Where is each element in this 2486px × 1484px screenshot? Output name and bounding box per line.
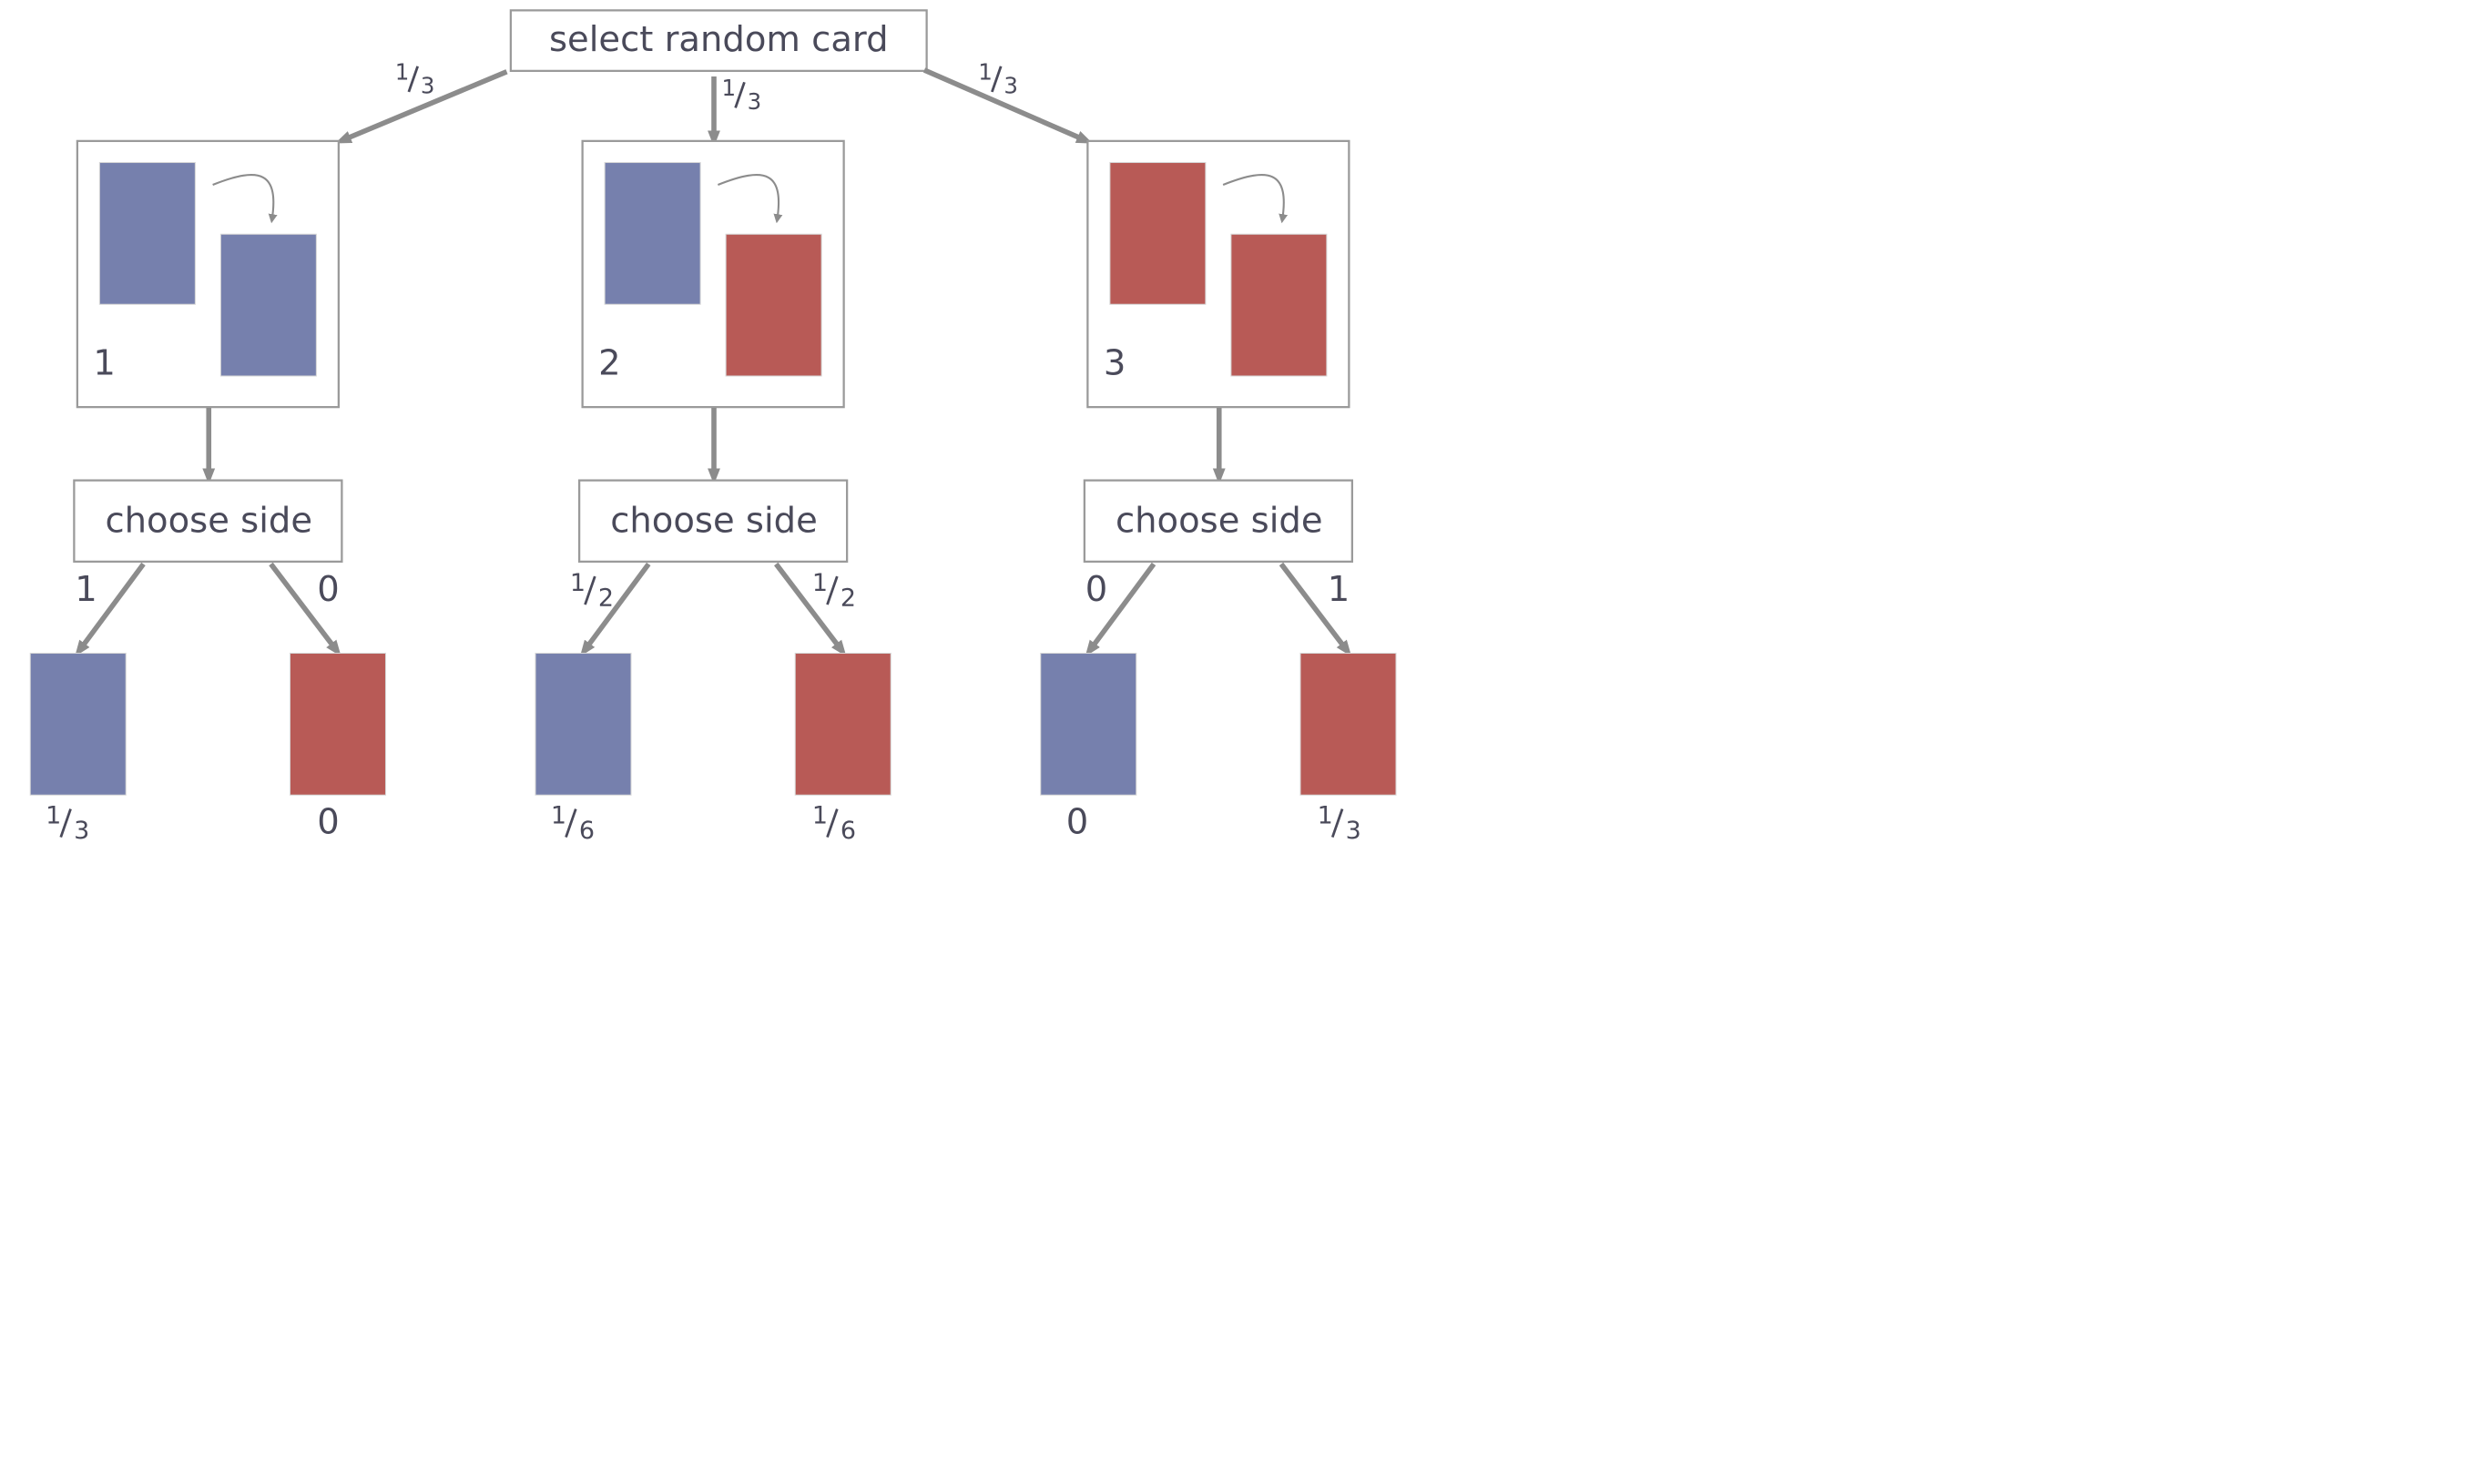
card-1-number: 1	[93, 342, 116, 383]
root-edge-prob-1-slash	[407, 66, 419, 93]
card-2-choose-label: choose side	[610, 501, 818, 542]
root-edge-prob-2: 13	[721, 75, 761, 115]
card-2-left-branch-prob-slash	[584, 575, 596, 605]
root-edge-prob-1-denominator: 3	[421, 72, 435, 98]
card-2-outcome-left-prob: 16	[551, 802, 595, 845]
card-1-left-branch-prob-value: 1	[75, 569, 97, 610]
root-edge-prob-3-slash	[991, 66, 1003, 93]
card-3-right-branch-prob: 1	[1328, 569, 1350, 610]
root-edge-prob-1: 13	[395, 59, 435, 99]
card-1-outcome-left-prob: 13	[46, 802, 89, 845]
root-edge-prob-2-denominator: 3	[748, 88, 762, 115]
card-3-number: 3	[1104, 342, 1126, 383]
card-1-side-a	[98, 161, 196, 305]
card-3-choose-label: choose side	[1116, 501, 1323, 542]
card-1-left-branch-prob: 1	[75, 569, 97, 610]
card-1-outcome-right-card	[289, 652, 387, 796]
card-3-outcome-left-card	[1040, 652, 1137, 796]
card-1-choose-label: choose side	[105, 501, 312, 542]
root-edge-prob-2-slash	[734, 81, 746, 108]
card-3-flip-arrow	[1222, 174, 1289, 224]
card-2-outcome-right-prob-denominator: 6	[841, 817, 856, 845]
card-2-outcome-left-card	[535, 652, 632, 796]
card-2-side-b	[725, 233, 822, 377]
card-3-right-branch-arrow	[1279, 562, 1352, 657]
card-3-side-a	[1109, 161, 1207, 305]
card-2-side-a	[604, 161, 701, 305]
card-2-outcome-right-card	[794, 652, 891, 796]
card-3-right-branch-prob-value: 1	[1328, 569, 1350, 610]
card-3-outcome-left-prob-value: 0	[1066, 801, 1089, 842]
card-2-left-branch-prob: 12	[570, 569, 614, 612]
card-1-right-branch-arrow	[269, 562, 341, 657]
card-2-right-branch-prob-denominator: 2	[841, 584, 856, 612]
card-1-outcome-left-prob-slash	[59, 808, 72, 839]
card-3-outcome-right-prob-denominator: 3	[1346, 817, 1361, 845]
card-2-outcome-left-prob-slash	[565, 808, 577, 839]
card-1-side-b	[219, 233, 317, 377]
root-box	[509, 9, 928, 73]
card-2-outcome-right-prob-numerator: 1	[812, 802, 828, 830]
card-1-outcome-left-prob-numerator: 1	[46, 802, 61, 830]
card-2-right-branch-prob-slash	[826, 575, 839, 605]
card-3-left-branch-prob: 0	[1085, 569, 1108, 610]
card-1-right-branch-prob: 0	[317, 569, 340, 610]
card-1-outcome-left-card	[29, 652, 127, 796]
card-3-left-branch-prob-value: 0	[1085, 569, 1108, 610]
card-2-number: 2	[598, 342, 621, 383]
card-1-outcome-left-prob-denominator: 3	[74, 817, 89, 845]
card-3-outcome-right-prob-numerator: 1	[1318, 802, 1333, 830]
card-1-flip-arrow	[212, 174, 278, 224]
root-edge-prob-3-denominator: 3	[1004, 72, 1018, 98]
card-2-outcome-right-prob-slash	[826, 808, 839, 839]
root-edge-prob-1-numerator: 1	[395, 59, 410, 86]
card-2-outcome-left-prob-denominator: 6	[579, 817, 595, 845]
root-label: select random card	[549, 19, 889, 60]
card-2-flip-arrow	[717, 174, 783, 224]
card-2-left-branch-prob-denominator: 2	[598, 584, 614, 612]
card-3-outcome-right-prob-slash	[1330, 808, 1344, 839]
card-3-outcome-right-prob: 13	[1318, 802, 1361, 845]
card-2-left-branch-arrow	[579, 562, 651, 657]
card-2-right-branch-prob: 12	[812, 569, 856, 612]
card-2-left-branch-prob-numerator: 1	[570, 569, 586, 597]
root-edge-prob-3: 13	[978, 59, 1018, 99]
card-1-outcome-right-prob-value: 0	[317, 801, 340, 842]
card-3-left-branch-arrow	[1085, 562, 1156, 657]
card-3-side-b	[1230, 233, 1328, 377]
card-1-left-branch-arrow	[75, 562, 146, 657]
root-edge-arrow-1	[334, 69, 508, 144]
card-2-right-branch-arrow	[774, 562, 847, 657]
card-1-outcome-right-prob: 0	[317, 801, 340, 842]
card-1-choose-box	[73, 479, 343, 564]
card-1-right-branch-prob-value: 0	[317, 569, 340, 610]
card-2-outcome-left-prob-numerator: 1	[551, 802, 566, 830]
card-3-choose-box	[1083, 479, 1354, 564]
root-edge-prob-2-numerator: 1	[721, 75, 736, 101]
root-edge-arrow-3	[922, 67, 1094, 144]
card-3-outcome-right-card	[1299, 652, 1397, 796]
card-3-outcome-left-prob: 0	[1066, 801, 1089, 842]
card-2-choose-box	[577, 479, 849, 564]
card-2-right-branch-prob-numerator: 1	[812, 569, 828, 597]
card-2-outcome-right-prob: 16	[812, 802, 856, 845]
root-edge-prob-3-numerator: 1	[978, 59, 993, 86]
